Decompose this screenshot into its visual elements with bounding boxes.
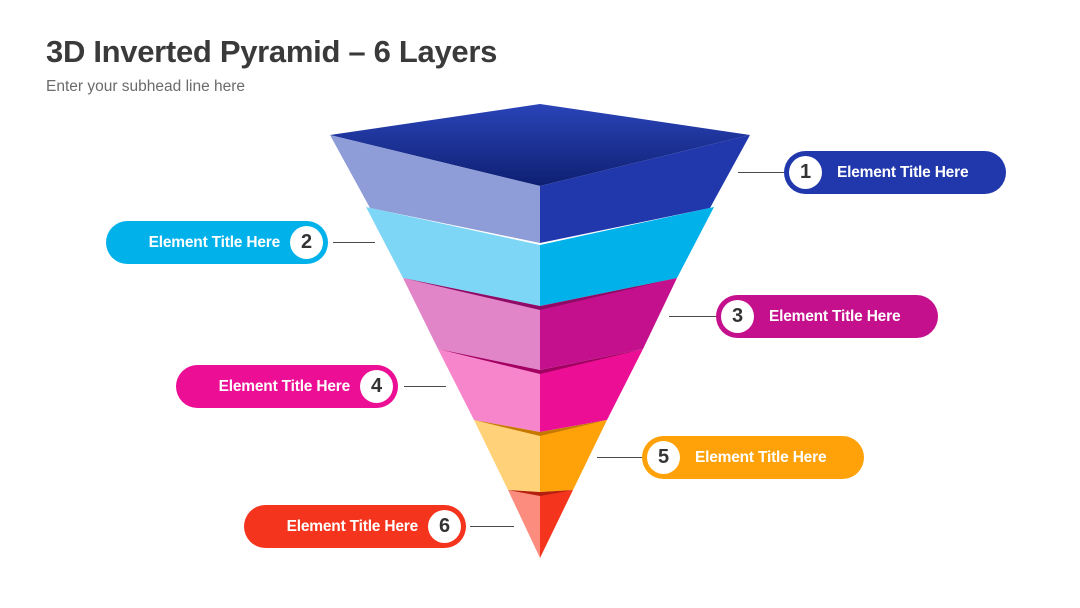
connector-line-6 [470,526,514,527]
layer-title: Element Title Here [695,448,827,466]
layer-4-right-face [540,349,643,432]
pyramid-layer-3 [403,278,677,370]
layer-number-badge: 1 [789,156,822,189]
layer-1-right-face [540,135,750,243]
layer-number-badge: 4 [360,370,393,403]
connector-line-5 [597,457,642,458]
layer-5-right-face [540,420,607,492]
layer-label-5: 5 Element Title Here [642,436,864,479]
layer-title: Element Title Here [286,517,419,535]
layer-2-left-face [366,207,540,306]
pyramid-layer-1 [330,104,750,243]
layer-3-left-face [403,278,540,370]
layer-label-6: Element Title Here 6 [244,505,466,548]
layer-label-2: Element Title Here 2 [106,221,328,264]
layer-number-badge: 3 [721,300,754,333]
layer-title: Element Title Here [148,233,281,251]
layer-1-left-face [330,135,540,243]
layer-5-shadow [474,420,607,438]
layer-2-right-face [540,207,714,306]
layer-title: Element Title Here [218,377,351,395]
pyramid-layer-6 [508,490,573,558]
connector-line-1 [738,172,784,173]
pyramid-layer-4 [438,349,643,432]
layer-6-shadow [508,490,573,498]
layer-6-right-face [540,490,573,558]
page-title: 3D Inverted Pyramid – 6 Layers [46,34,498,69]
layer-label-4: Element Title Here 4 [176,365,398,408]
layer-4-left-face [438,349,540,432]
layer-number-badge: 2 [290,226,323,259]
layer-label-3: 3 Element Title Here [716,295,938,338]
connector-line-3 [669,316,717,317]
connector-line-2 [333,242,375,243]
pyramid-layer-2 [366,207,714,306]
layer-3-right-face [540,278,677,370]
layer-5-left-face [474,420,540,492]
layer-number-badge: 5 [647,441,680,474]
layer-1-top-face [330,104,750,186]
layer-6-left-face [508,490,540,558]
layer-title: Element Title Here [837,163,969,181]
layer-number-badge: 6 [428,510,461,543]
pyramid-layer-5 [474,420,607,492]
layer-label-1: 1 Element Title Here [784,151,1006,194]
connector-line-4 [404,386,446,387]
page-subtitle: Enter your subhead line here [46,78,246,95]
layer-4-shadow [438,349,643,376]
layer-title: Element Title Here [769,307,901,325]
